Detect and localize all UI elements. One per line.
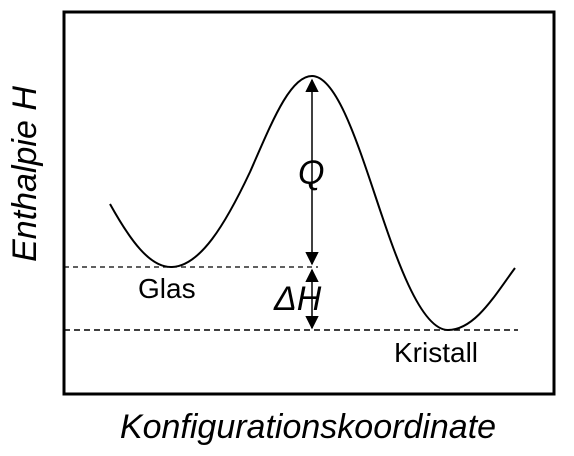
delta-h-label: ΔH <box>273 280 322 318</box>
y-axis-label: Enthalpie H <box>6 86 44 262</box>
energy-curve <box>109 74 516 332</box>
glass-label: Glas <box>138 273 196 304</box>
q-label: Q <box>298 154 324 192</box>
plot-frame <box>62 10 556 396</box>
x-axis-label: Konfigurationskoordinate <box>120 408 496 446</box>
crystal-label: Kristall <box>394 337 478 368</box>
